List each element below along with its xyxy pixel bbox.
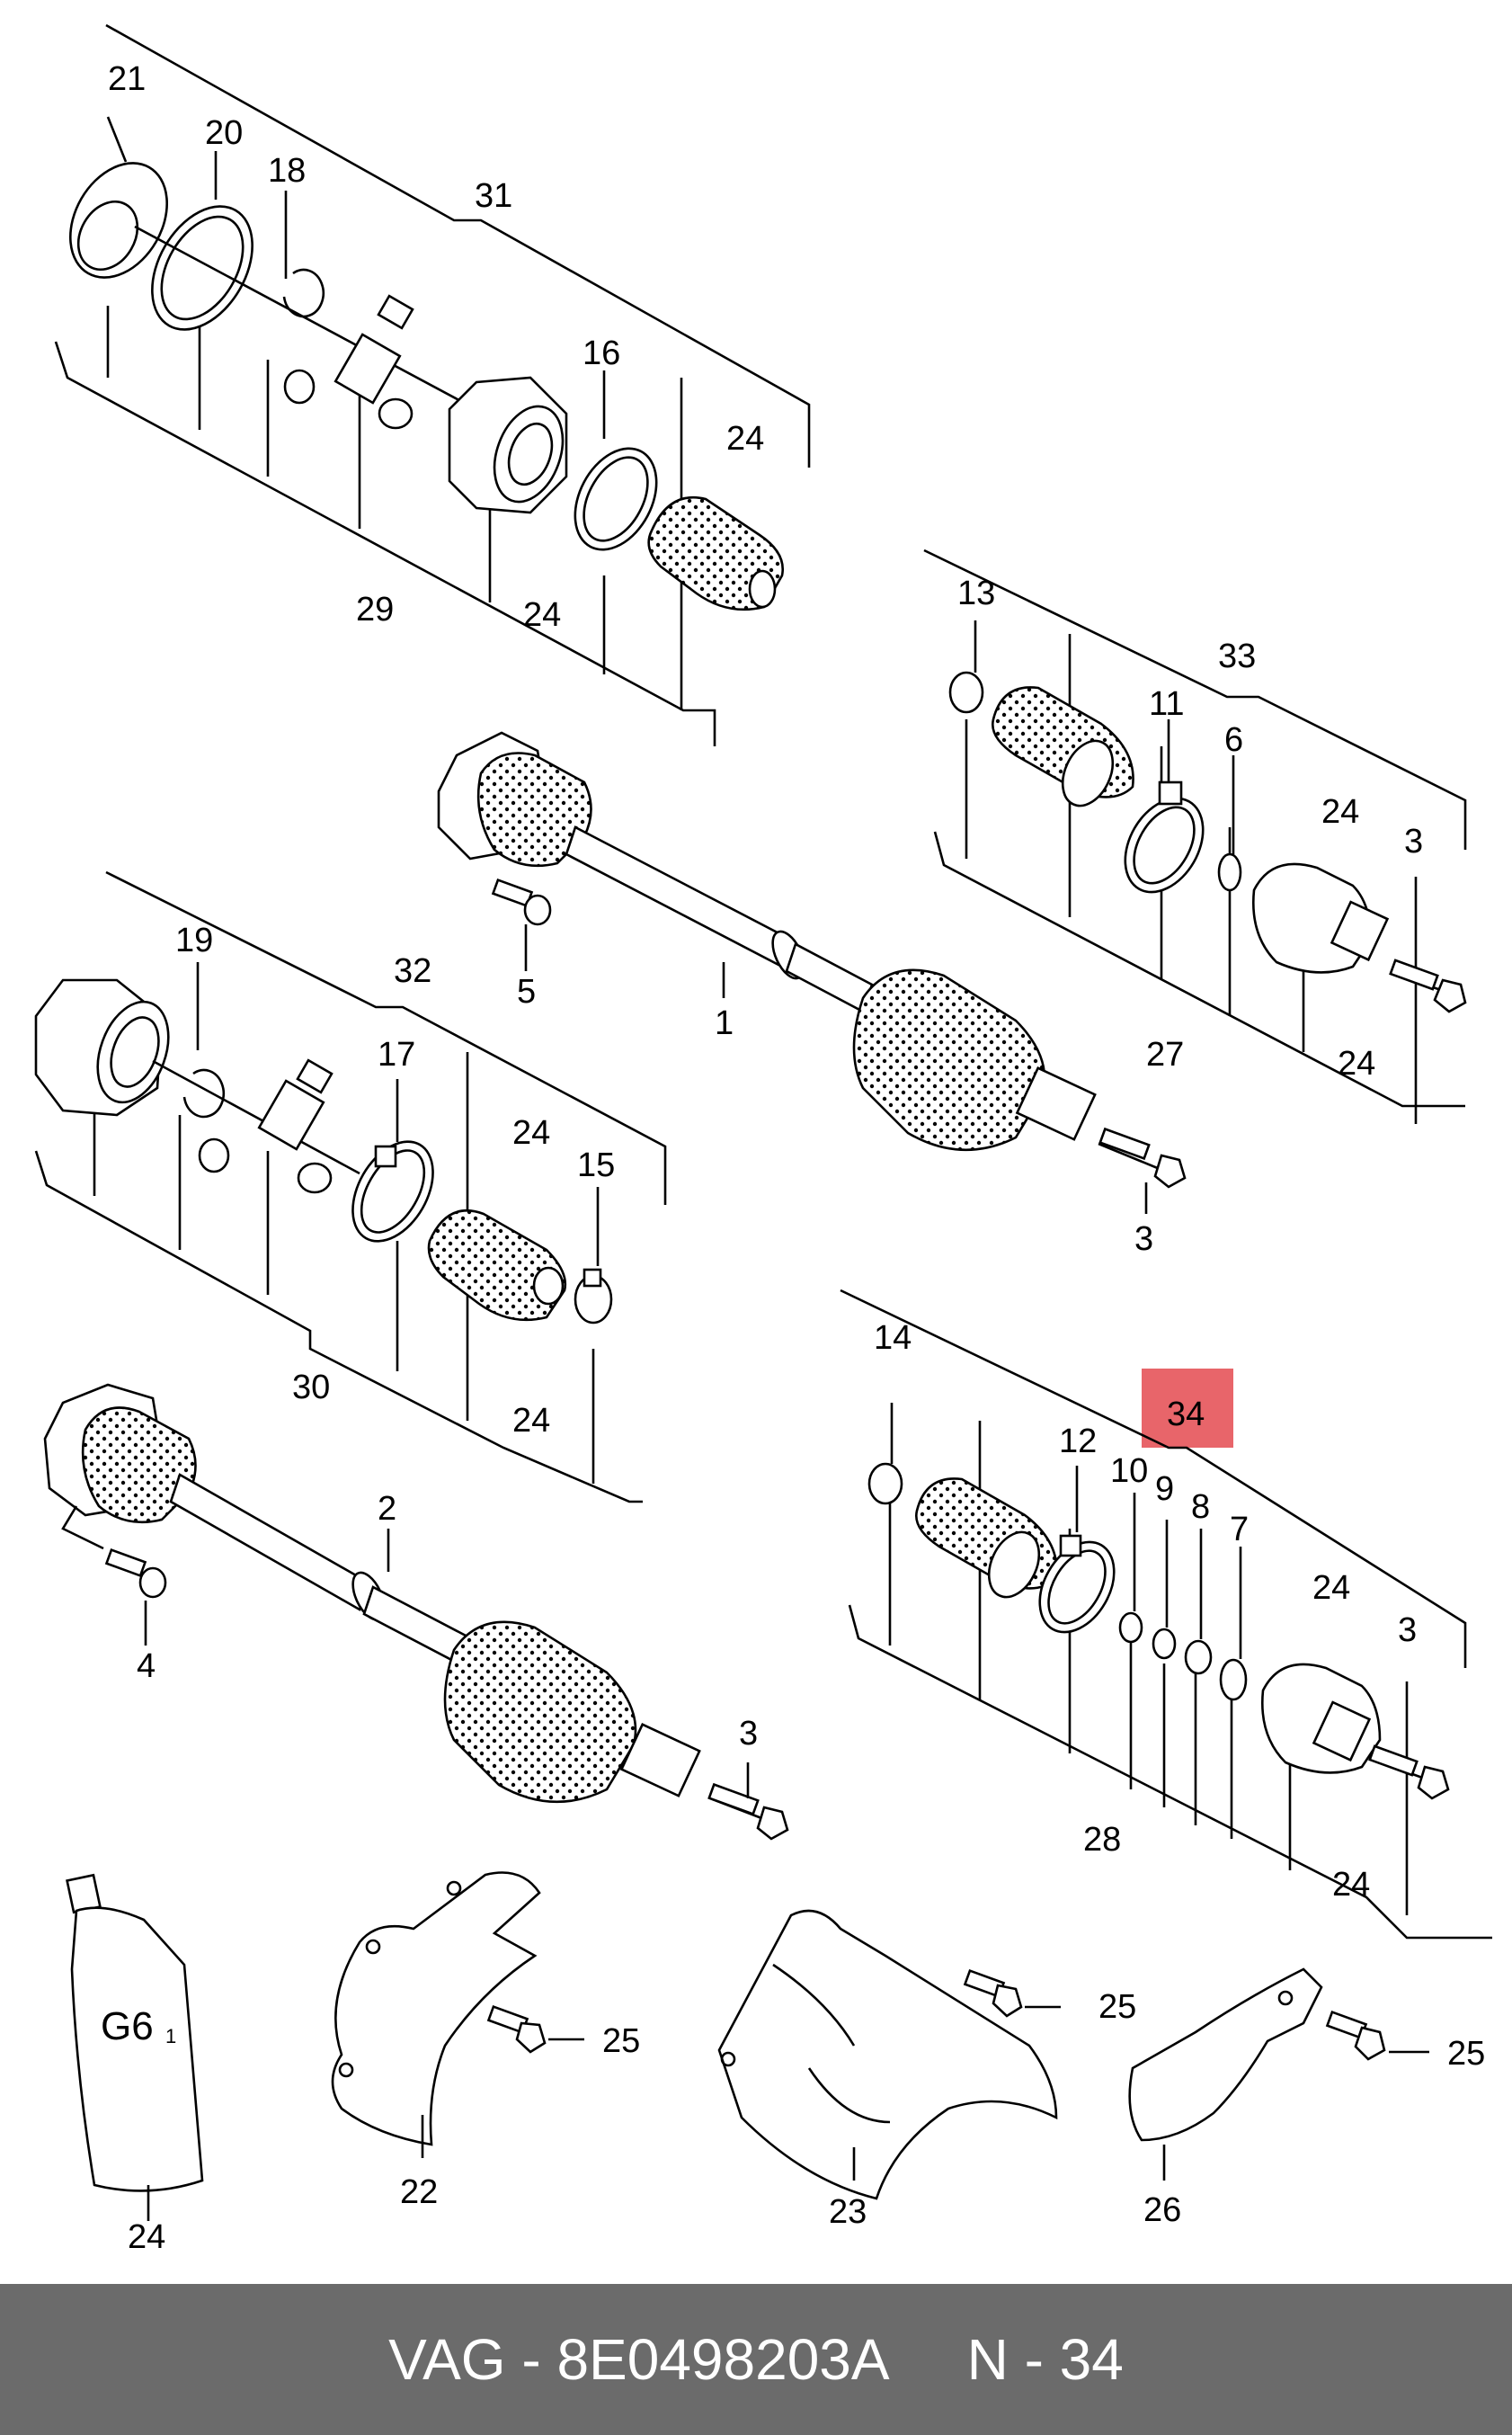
part-9-ring	[1152, 1520, 1177, 1660]
part-18-circlip	[282, 191, 325, 318]
callout-24d: 24	[1338, 1045, 1375, 1083]
callout-11: 11	[1149, 685, 1184, 723]
part-8-ring	[1184, 1529, 1213, 1675]
outer-cv-joint-lower	[1261, 1663, 1382, 1774]
drive-shaft-1	[437, 731, 1097, 1152]
callout-27: 27	[1146, 1036, 1184, 1074]
callout-9: 9	[1155, 1470, 1174, 1508]
callout-16: 16	[583, 334, 620, 372]
bolt-3-right-33	[1389, 959, 1467, 1013]
callout-24i: 24	[128, 2218, 165, 2256]
callout-17: 17	[378, 1036, 415, 1074]
grease-tube-g6: G6 1	[66, 1873, 204, 2221]
callout-24h: 24	[1332, 1866, 1370, 1904]
part-13-clip	[948, 620, 984, 714]
callout-23: 23	[829, 2193, 867, 2231]
callout-labels: 21 20 18 31 16 24 29 24 13 33 11 6 24 3 …	[108, 60, 1485, 2256]
callout-15: 15	[577, 1146, 615, 1184]
callout-30: 30	[292, 1369, 330, 1406]
part-21-dust-shield	[68, 116, 169, 279]
callout-1: 1	[715, 1004, 734, 1042]
callout-33: 33	[1218, 638, 1256, 675]
drive-shaft-2	[43, 1383, 701, 1804]
bolt-3-lower	[1368, 1744, 1450, 1800]
callout-12: 12	[1059, 1423, 1097, 1460]
callout-21: 21	[108, 60, 146, 98]
heat-shield-22	[331, 1871, 541, 2158]
outer-housing-upper	[448, 376, 568, 514]
callout-3c: 3	[739, 1715, 758, 1753]
boot-upper	[647, 495, 785, 611]
bracket-26	[1128, 1967, 1323, 2181]
tripod-joint-mid	[152, 1058, 360, 1194]
part-11-clamp	[1124, 719, 1205, 894]
part-20-seal-ring	[151, 151, 253, 331]
callout-24a: 24	[726, 420, 764, 458]
callout-3b: 3	[1134, 1220, 1153, 1258]
tripod-joint-upper	[134, 225, 468, 430]
group-34-bracket	[840, 1289, 1492, 1940]
part-19-circlip	[182, 962, 226, 1119]
tube-label: G6	[101, 2004, 154, 2048]
callout-6: 6	[1224, 721, 1243, 759]
callout-3d: 3	[1398, 1611, 1417, 1649]
part-12-clamp	[1038, 1466, 1116, 1634]
boot-right-33	[992, 686, 1134, 807]
callout-25b: 25	[1098, 1988, 1136, 2026]
callout-32: 32	[394, 952, 431, 990]
bolt-25b	[963, 1968, 1061, 2018]
bolt-4	[104, 1548, 167, 1646]
callout-24e: 24	[512, 1114, 550, 1152]
callout-20: 20	[205, 114, 243, 152]
callout-22: 22	[400, 2173, 438, 2211]
bolt-25a	[486, 2004, 584, 2054]
callout-3a: 3	[1404, 823, 1423, 861]
footer-bar: VAG - 8E0498203A N - 34	[0, 2284, 1512, 2435]
callout-5: 5	[517, 973, 536, 1011]
part-15-clip	[574, 1187, 613, 1325]
part-6-ring	[1217, 755, 1242, 892]
bolt-25c	[1325, 2010, 1429, 2061]
part-16-clamp	[574, 370, 658, 551]
callout-24c: 24	[1321, 793, 1359, 831]
callout-14: 14	[874, 1319, 912, 1357]
callout-13: 13	[957, 575, 995, 612]
callout-2: 2	[378, 1490, 396, 1528]
bolt-5	[491, 878, 552, 971]
callout-24b: 24	[523, 596, 561, 634]
callout-18: 18	[268, 152, 306, 190]
callout-8: 8	[1191, 1488, 1210, 1526]
exploded-parts-diagram: G6 1 21 20	[34, 23, 1492, 2256]
footer-part-number: VAG - 8E0498203A	[388, 2327, 890, 2392]
callout-25a: 25	[602, 2022, 640, 2060]
boot-lower-right	[915, 1477, 1058, 1599]
part-17-clamp	[351, 1079, 434, 1243]
bolt-3-shaft-2	[707, 1762, 789, 1841]
callout-24f: 24	[512, 1402, 550, 1440]
heat-shield-23	[717, 1909, 1058, 2200]
callout-29: 29	[356, 591, 394, 629]
outer-cv-joint-right	[1252, 862, 1390, 974]
bolt-3-shaft-1	[1098, 1127, 1187, 1214]
callout-34: 34	[1167, 1396, 1205, 1433]
callout-28: 28	[1083, 1821, 1121, 1859]
part-10-ring	[1118, 1493, 1143, 1644]
callout-19: 19	[175, 922, 213, 959]
callout-10: 10	[1110, 1452, 1148, 1490]
outer-housing-mid	[34, 978, 170, 1117]
footer-position: N - 34	[966, 2327, 1124, 2392]
part-14-clip	[867, 1403, 903, 1505]
callout-24g: 24	[1312, 1569, 1350, 1607]
callout-4: 4	[137, 1647, 156, 1685]
part-7-ring	[1219, 1547, 1248, 1701]
callout-26: 26	[1143, 2191, 1181, 2229]
boot-mid	[427, 1209, 567, 1322]
callout-7: 7	[1230, 1511, 1249, 1548]
highlight-34	[1142, 1369, 1233, 1448]
callout-31: 31	[475, 177, 512, 215]
callout-25c: 25	[1447, 2035, 1485, 2073]
tube-sub: 1	[165, 2025, 176, 2047]
